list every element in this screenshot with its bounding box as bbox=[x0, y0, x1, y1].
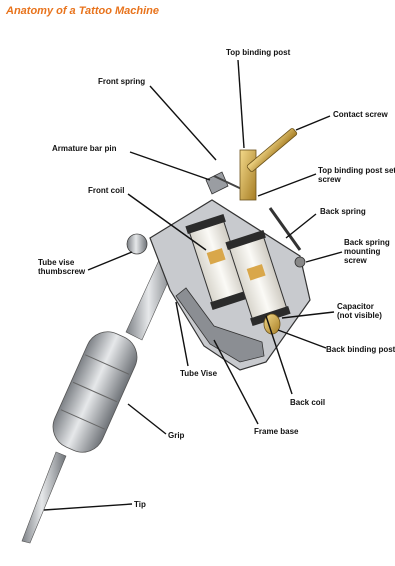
leader-armature-bar-pin bbox=[130, 152, 210, 180]
label-top-binding-post-set-screw-line2: screw bbox=[318, 175, 395, 184]
label-tube-vise-thumbscrew-line1: Tube vise bbox=[38, 258, 85, 267]
label-back-binding-post: Back binding post bbox=[326, 345, 395, 354]
leader-back-spring-mounting-screw bbox=[306, 252, 342, 262]
label-top-binding-post-set-screw: Top binding post set screw bbox=[318, 166, 395, 184]
leader-contact-screw bbox=[296, 116, 330, 130]
tip-shape bbox=[22, 452, 66, 543]
leader-top-binding-post bbox=[238, 60, 244, 148]
label-top-binding-post-set-screw-line1: Top binding post set bbox=[318, 166, 395, 175]
label-back-spring: Back spring bbox=[320, 207, 366, 216]
label-capacitor: Capacitor (not visible) bbox=[337, 302, 382, 320]
leader-grip bbox=[128, 404, 166, 434]
tube-vise-thumbscrew-shape bbox=[127, 234, 147, 254]
label-tube-vise: Tube Vise bbox=[180, 369, 217, 378]
label-back-spring-mounting-screw-line3: screw bbox=[344, 256, 390, 265]
leader-back-spring bbox=[286, 214, 316, 238]
label-capacitor-line1: Capacitor bbox=[337, 302, 382, 311]
label-front-coil: Front coil bbox=[88, 186, 124, 195]
label-top-binding-post: Top binding post bbox=[226, 48, 290, 57]
leader-front-spring bbox=[150, 86, 216, 160]
armature-bar-shape bbox=[206, 172, 228, 194]
leader-tube-vise-thumbscrew bbox=[88, 252, 132, 270]
back-spring-mounting-screw-shape bbox=[295, 257, 305, 267]
leader-tip bbox=[44, 504, 132, 510]
leader-top-binding-post-set-screw bbox=[258, 174, 316, 196]
label-contact-screw: Contact screw bbox=[333, 110, 388, 119]
top-binding-post-shape bbox=[240, 150, 256, 200]
label-armature-bar-pin: Armature bar pin bbox=[52, 144, 116, 153]
label-frame-base: Frame base bbox=[254, 427, 298, 436]
label-back-coil: Back coil bbox=[290, 398, 325, 407]
label-tube-vise-thumbscrew-line2: thumbscrew bbox=[38, 267, 85, 276]
leader-back-binding-post bbox=[278, 330, 326, 348]
grip-shape bbox=[46, 325, 144, 459]
label-capacitor-line2: (not visible) bbox=[337, 311, 382, 320]
diagram-title: Anatomy of a Tattoo Machine bbox=[6, 5, 159, 17]
label-tip: Tip bbox=[134, 500, 146, 509]
label-back-spring-mounting-screw: Back spring mounting screw bbox=[344, 238, 390, 265]
label-front-spring: Front spring bbox=[98, 77, 145, 86]
label-grip: Grip bbox=[168, 431, 184, 440]
label-back-spring-mounting-screw-line1: Back spring bbox=[344, 238, 390, 247]
label-back-spring-mounting-screw-line2: mounting bbox=[344, 247, 390, 256]
label-tube-vise-thumbscrew: Tube vise thumbscrew bbox=[38, 258, 85, 276]
